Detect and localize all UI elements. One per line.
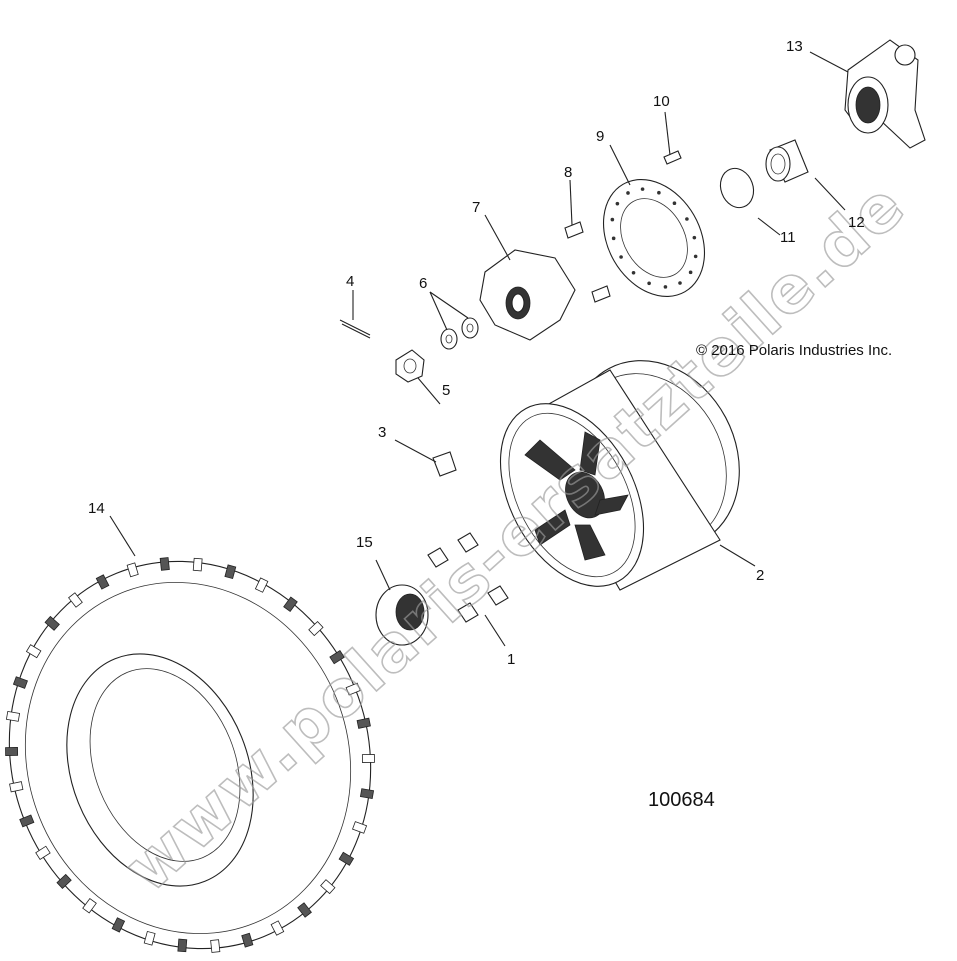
hub-part-7	[479, 249, 576, 341]
castle-nut-part-5	[395, 349, 425, 383]
tire-part-14	[5, 557, 375, 953]
tire-tread-block	[95, 574, 110, 590]
disc-hole	[678, 281, 682, 285]
disc-hole	[688, 270, 693, 275]
tire-tread-block	[9, 781, 24, 793]
tire-tread-block	[241, 932, 254, 948]
tire-tread-block	[359, 788, 375, 800]
tire-tread-block	[12, 676, 28, 689]
washer-part-6	[440, 317, 479, 350]
disc-hole	[615, 201, 620, 206]
knuckle-part-13	[844, 39, 926, 149]
callout-11: 11	[780, 229, 796, 246]
callout-4: 4	[346, 273, 354, 290]
disc-hole	[610, 217, 615, 222]
callout-5: 5	[442, 382, 450, 399]
tire-tread-block	[56, 873, 72, 890]
tire-tread-block	[35, 845, 51, 861]
tire-tread-block	[308, 620, 324, 637]
callout-12: 12	[848, 214, 865, 231]
tire-tread-block	[5, 747, 19, 756]
disc-hole	[640, 187, 645, 191]
copyright-notice: © 2016 Polaris Industries Inc.	[696, 342, 892, 359]
disc-hole	[685, 217, 689, 221]
tire-tread-block	[297, 902, 312, 918]
tire-tread-block	[68, 592, 83, 608]
lug-nut-part-1	[427, 532, 509, 623]
callout-14: 14	[88, 500, 105, 517]
tire-tread-block	[361, 754, 375, 763]
diagram-code: 100684	[648, 789, 715, 811]
cotter-pin-part-4	[339, 319, 371, 339]
tire-tread-block	[177, 938, 188, 953]
tire-tread-block	[126, 562, 139, 578]
tire-tread-block	[329, 649, 345, 665]
disc-hole	[631, 270, 636, 275]
disc-hole	[626, 191, 630, 195]
wheel-part-2	[499, 360, 740, 591]
callout-10: 10	[653, 93, 670, 110]
tire-tread-block	[19, 814, 35, 828]
tire-tread-block	[224, 564, 237, 580]
tire-tread-block	[25, 644, 42, 659]
snap-ring-part-11	[719, 167, 755, 209]
bearing-part-12	[765, 139, 809, 183]
brake-disc-part-9	[602, 179, 706, 297]
disc-hole	[663, 285, 668, 289]
disc-hole	[657, 190, 661, 195]
callout-labels: 1 2 3 4 5 6 7 8 9 10 11 12 13 14 15	[88, 38, 865, 668]
tire-tread-block	[82, 897, 97, 914]
tire-tread-block	[5, 710, 21, 722]
bolt-part-10	[663, 150, 682, 165]
center-cap-part-15	[375, 584, 429, 646]
tire-tread-block	[44, 615, 60, 631]
tire-tread-block	[320, 879, 336, 895]
tire-tread-block	[159, 557, 170, 571]
callout-6: 6	[419, 275, 427, 292]
tire-tread-block	[192, 557, 203, 572]
disc-hole	[693, 254, 698, 259]
tire-tread-block	[111, 917, 126, 933]
callout-2: 2	[756, 567, 764, 584]
callout-7: 7	[472, 199, 480, 216]
tire-tread-block	[143, 930, 156, 946]
callout-8: 8	[564, 164, 572, 181]
tire-tread-block	[352, 821, 368, 834]
callout-9: 9	[596, 128, 604, 145]
tire-tread-block	[254, 577, 269, 593]
tire-tread-block	[283, 596, 298, 613]
disc-hole	[611, 236, 616, 241]
disc-hole	[672, 201, 677, 206]
callout-3: 3	[378, 424, 386, 441]
tire-tread-block	[356, 717, 371, 729]
bolt-part-8	[564, 221, 611, 303]
disc-hole	[692, 235, 697, 240]
leader-lines	[109, 51, 849, 647]
callout-13: 13	[786, 38, 803, 55]
callout-15: 15	[356, 534, 373, 551]
callout-1: 1	[507, 651, 515, 668]
tire-tread-block	[338, 851, 355, 866]
valve-stem-part-3	[432, 451, 457, 477]
disc-hole	[619, 255, 623, 259]
tire-tread-block	[270, 920, 285, 936]
tire-tread-block	[345, 682, 361, 696]
tire-tread-block	[210, 939, 221, 953]
disc-hole	[647, 281, 651, 286]
